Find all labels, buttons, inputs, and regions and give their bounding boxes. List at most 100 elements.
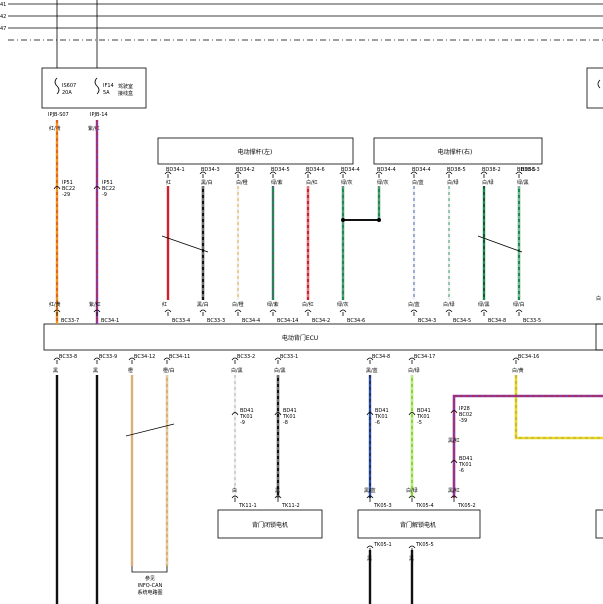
inline-connector-label: TK01 — [282, 414, 296, 420]
junction-dot — [377, 218, 381, 222]
wire-color-label: 白/橙 — [236, 179, 248, 186]
ecu-pin-socket — [53, 357, 61, 361]
junction-dot — [341, 218, 345, 222]
motor-pin-socket — [515, 171, 523, 175]
ecu-pin-socket — [128, 357, 136, 361]
inline-connector-bd41 — [366, 412, 374, 416]
wire-color-label: 红 — [166, 179, 171, 186]
wire-color-label: 白/蓝 — [412, 179, 424, 186]
lock-motor-box: 背门闭锁电机 — [217, 509, 323, 539]
wire-color-label: 白/黑 — [274, 367, 286, 374]
ecu-pin-label: BC33-8 — [59, 354, 77, 360]
ecu-pin-label: BC34-4 — [242, 318, 260, 324]
motor-pin-socket — [408, 495, 416, 499]
motor-left-title: 电动撑杆(左) — [238, 148, 273, 156]
motor-pin-label: BD34-4 — [412, 167, 431, 173]
fuse-wire-color-1: 红/黄 — [49, 125, 61, 132]
wire-color-label: 白/绿 — [443, 301, 455, 308]
twisted-pair-mark — [477, 235, 523, 253]
ecu-pin-socket — [366, 357, 374, 361]
wire-color-label: 白/红 — [306, 179, 318, 186]
motor-pin-socket — [274, 495, 282, 499]
fuse-box-name-line: 接线盒 — [118, 90, 133, 97]
bus-label-41: 41 — [0, 2, 6, 8]
wire-color-label: 绿/灰 — [341, 179, 353, 186]
wire-white-yellow — [514, 375, 603, 440]
fuse-wire-color-2: 紫/红 — [88, 125, 100, 132]
motor-pin-socket — [234, 171, 242, 175]
wire-color-label: 紫/红 — [89, 301, 101, 308]
fuse-icon — [54, 77, 60, 95]
inline-connector-ip51-1 — [53, 186, 61, 190]
motor-pin-label: TK05-4 — [415, 503, 434, 509]
inline-connector-label: -6 — [459, 468, 464, 474]
top-bus-lines: 41 42 47 — [0, 2, 603, 41]
ecu-pin-socket — [512, 357, 520, 361]
motor-pin-socket — [304, 171, 312, 175]
motor-pin-label: TK11-1 — [238, 503, 257, 509]
lock-motor-title: 背门闭锁电机 — [252, 521, 288, 529]
motor-pin-label: BD34-5 — [271, 167, 290, 173]
ecu-pin-socket — [515, 309, 523, 313]
motor-pin-label: TK05-2 — [457, 503, 476, 509]
inline-connector-label: -29 — [62, 192, 70, 198]
wire-color-label: 黑 — [367, 556, 372, 562]
inline-connector-label: -9 — [240, 420, 245, 426]
motor-pin-socket — [339, 171, 347, 175]
ecu-pin-label: BC34-16 — [518, 354, 539, 360]
wire-color-label: 黑 — [409, 556, 414, 562]
ecu-pin-socket — [234, 309, 242, 313]
ecu-pin-socket — [274, 357, 282, 361]
wire-color-label: 黑 — [93, 368, 98, 374]
ecu-pin-label: BC33-1 — [280, 354, 298, 360]
right-edge-connector — [595, 509, 603, 539]
inline-connector-label: IP28 — [459, 406, 470, 412]
bus-label-42: 42 — [0, 14, 6, 20]
inline-connector-label: -5 — [417, 420, 422, 426]
inline-connector-label: BD41 — [240, 408, 254, 414]
reference-line: 参见 — [145, 575, 155, 582]
ecu-pin-socket — [93, 357, 101, 361]
ecu-pin-socket — [408, 357, 416, 361]
fuse-code-1: IS607 — [62, 83, 76, 89]
ecu-pin-label: BC34-3 — [418, 318, 436, 324]
motor-pin-label: TK05-3 — [373, 503, 392, 509]
motor-pin-socket — [410, 171, 418, 175]
twisted-pair-mark — [161, 235, 209, 253]
bus-label-47: 47 — [0, 26, 6, 32]
motor-pin-label: BD38-3 — [521, 167, 540, 173]
motor-pin-label: BD34-3 — [201, 167, 220, 173]
wire-color-label: 黑/红 — [448, 487, 460, 494]
ecu-pin-label: BC34-14 — [277, 318, 298, 324]
motor-pin-label: BD34-6 — [306, 167, 325, 173]
wire-purple-red-stripe — [453, 395, 603, 498]
motor-pin-label: BD38-2 — [482, 167, 501, 173]
fuse-code-2: IF14 — [103, 83, 114, 89]
ecu-pin-socket — [269, 309, 277, 313]
ecu-pin-label: BC34-8 — [372, 354, 390, 360]
inline-connector-label: BD41 — [375, 408, 389, 414]
wire-color-label: 白/黑 — [231, 367, 243, 374]
wire-color-label: 白/蓝 — [408, 301, 420, 308]
reference-line: INFO-CAN — [138, 583, 163, 589]
wire-color-label: 绿/灰 — [337, 301, 349, 308]
motor-pin-label: BD38-5 — [447, 167, 466, 173]
inline-connector-label: TK01 — [416, 414, 430, 420]
ecu-pin-label: BC33-3 — [207, 318, 225, 324]
inline-connector-label: TK01 — [458, 462, 472, 468]
ecu-pin-label: BC33-9 — [99, 354, 117, 360]
inline-connector-label: BC02 — [459, 412, 472, 418]
wire-color-label: 白/绿 — [447, 179, 459, 186]
motor-pin-socket — [164, 171, 172, 175]
labels: IP51BC22-29IP51BC22-9红/黄BC33-7紫/红BC34-1B… — [49, 167, 601, 562]
motor-pin-label: TK11-2 — [281, 503, 300, 509]
wire-color-label: 绿/灰 — [377, 179, 389, 186]
inline-connector-label: BC22 — [62, 186, 75, 192]
motor-pin-label: BD34-4 — [377, 167, 396, 173]
wire-color-label: 绿/黑 — [478, 301, 490, 308]
wire-color-label: 黑/蓝 — [364, 487, 376, 494]
wire-color-label: 红/黄 — [49, 301, 61, 308]
